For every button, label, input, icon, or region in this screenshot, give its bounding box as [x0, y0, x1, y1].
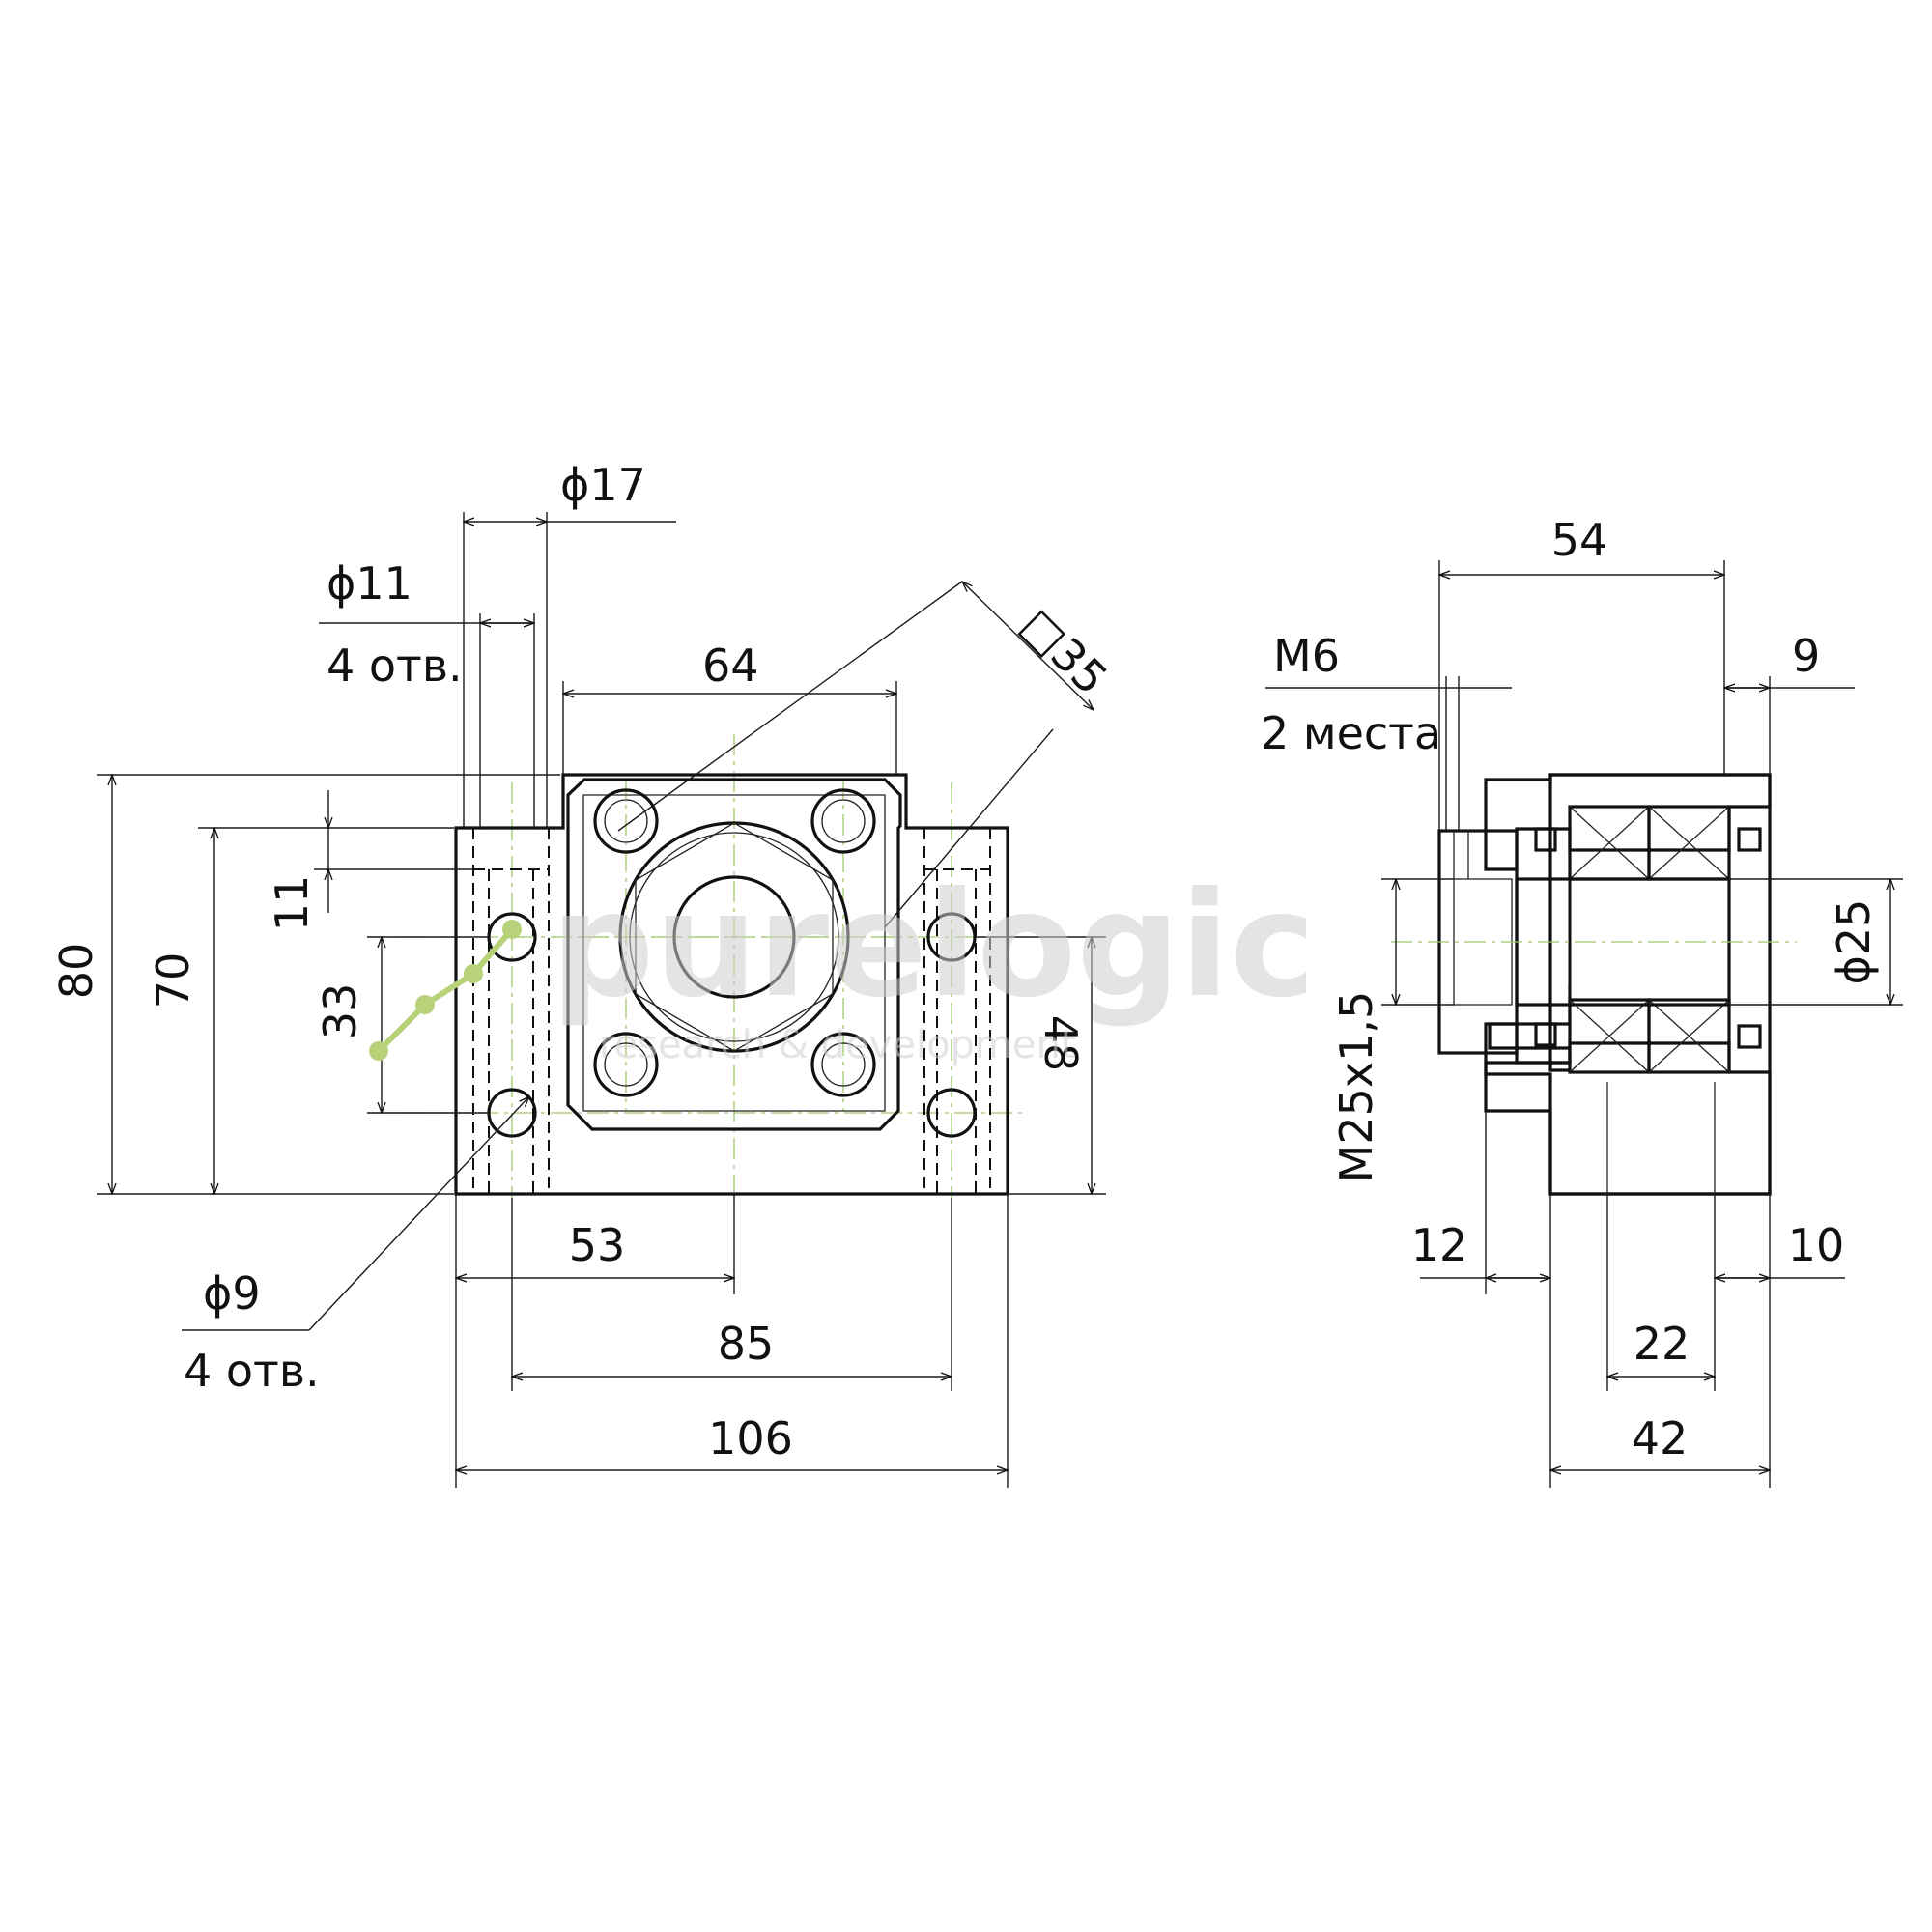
dim-70: 70 — [147, 952, 199, 1009]
dim-64: 64 — [702, 639, 759, 692]
watermark: purelogic research & development — [369, 862, 1316, 1067]
dim-phi25: ϕ25 — [1828, 899, 1880, 985]
dim-phi9: ϕ9 — [203, 1267, 261, 1320]
dim-holes-note-bottom: 4 отв. — [184, 1345, 320, 1397]
dim-m6: M6 — [1273, 630, 1340, 682]
dim-80: 80 — [50, 943, 102, 1000]
hole-phi9 — [487, 912, 537, 962]
dim-53: 53 — [569, 1219, 626, 1271]
watermark-tagline: research & development — [599, 1023, 1076, 1067]
front-dimensions — [97, 512, 1106, 1488]
flange-bolt-holes — [593, 788, 876, 1097]
dim-holes-note: 4 отв. — [327, 639, 463, 692]
dim-phi17: ϕ17 — [560, 459, 646, 511]
hole-phi9 — [926, 1088, 977, 1138]
front-centerlines — [367, 734, 1024, 1203]
dim-9: 9 — [1792, 630, 1820, 682]
watermark-brand: purelogic — [551, 862, 1316, 1030]
side-dimension-labels: 54 M6 2 места 9 ϕ25 M25x1,5 12 10 22 42 — [1261, 514, 1880, 1464]
base-plate-outline — [454, 773, 1009, 1196]
dim-85: 85 — [718, 1318, 775, 1370]
dim-42: 42 — [1632, 1412, 1689, 1464]
central-bore — [618, 821, 850, 1053]
flange-inner-square — [582, 794, 886, 1112]
flange-square — [566, 778, 902, 1131]
hole-phi9 — [926, 912, 977, 962]
dim-54: 54 — [1551, 514, 1608, 566]
base-mounting-holes — [487, 912, 977, 1138]
dim-square-35: □35 — [1011, 598, 1118, 704]
bearings — [1568, 805, 1731, 1074]
dim-10: 10 — [1788, 1219, 1845, 1271]
dim-22: 22 — [1634, 1318, 1690, 1370]
side-dimensions — [1265, 560, 1903, 1488]
dim-thread: M25x1,5 — [1330, 991, 1382, 1183]
dim-33: 33 — [314, 983, 366, 1040]
dim-12: 12 — [1411, 1219, 1468, 1271]
purelogic-logo-icon — [369, 920, 522, 1061]
base-hidden-holes — [472, 828, 991, 1194]
side-view: 54 M6 2 места 9 ϕ25 M25x1,5 12 10 22 42 — [1261, 514, 1903, 1488]
dim-106: 106 — [708, 1412, 793, 1464]
dim-m6-places: 2 места — [1261, 707, 1441, 759]
dim-phi11: ϕ11 — [327, 557, 412, 610]
hole-phi9 — [487, 1088, 537, 1138]
dim-11: 11 — [266, 875, 318, 932]
dim-48: 48 — [1035, 1015, 1087, 1072]
